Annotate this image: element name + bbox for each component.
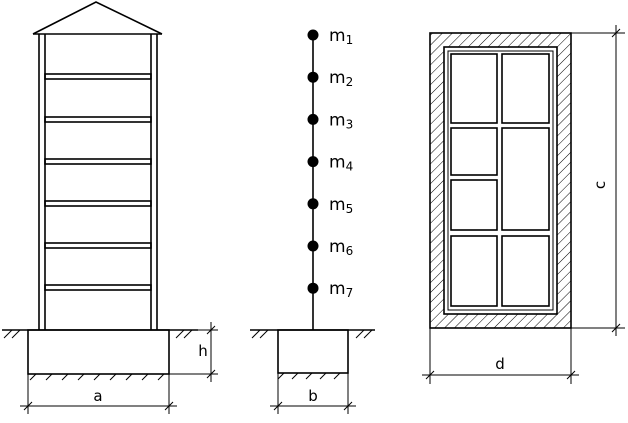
mass-dot-5	[307, 198, 319, 210]
dimension-b: b	[270, 373, 356, 414]
mass-points: m1 m2 m3 m4 m5 m6 m7	[307, 26, 353, 300]
mass-dot-1	[307, 29, 319, 41]
dimension-a: a	[20, 374, 177, 414]
inner-frame	[447, 50, 554, 311]
foundation-middle	[277, 329, 349, 374]
plan-cells	[450, 53, 550, 307]
plan-section: c d	[422, 25, 625, 384]
mass-dot-2	[307, 71, 319, 83]
mass-label-1: m1	[329, 26, 353, 47]
mass-label-2: m2	[329, 68, 353, 89]
mass-dot-6	[307, 240, 319, 252]
building-elevation: a h	[2, 1, 218, 414]
label-d: d	[495, 355, 505, 373]
label-h: h	[198, 342, 208, 360]
mass-label-3: m3	[329, 110, 353, 131]
foundation-left	[27, 329, 170, 375]
mass-label-7: m7	[329, 279, 353, 300]
dimension-d: d	[422, 328, 579, 384]
foundation-hatch-left	[29, 373, 165, 381]
mass-label-5: m5	[329, 195, 353, 216]
wall-outer	[429, 32, 572, 329]
mass-dot-3	[307, 113, 319, 125]
dimension-c: c	[571, 25, 625, 336]
roof	[32, 1, 163, 35]
floor-slabs	[44, 73, 152, 291]
wall-inner	[443, 46, 558, 315]
mass-dot-7	[307, 282, 319, 294]
mass-dot-4	[307, 156, 319, 168]
foundation-hatch-middle	[277, 372, 341, 380]
ground-hatch-left	[3, 329, 193, 339]
lumped-mass-model: m1 m2 m3 m4 m5 m6 m7 b	[250, 26, 375, 414]
label-c: c	[591, 181, 609, 189]
mass-label-6: m6	[329, 237, 353, 258]
label-a: a	[93, 387, 102, 405]
mass-label-4: m4	[329, 153, 353, 174]
dimension-h: h	[169, 322, 218, 382]
ground-hatch-middle	[251, 329, 373, 339]
label-b: b	[308, 387, 318, 405]
